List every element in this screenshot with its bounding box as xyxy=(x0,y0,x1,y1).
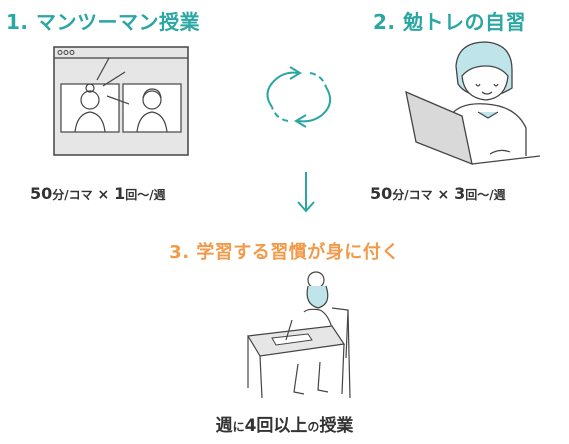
desk-study-illustration xyxy=(228,268,358,400)
freq-count: 3 xyxy=(454,184,466,203)
footer-lesson: 授業 xyxy=(319,416,354,436)
step2-frequency: 50分/コマ × 3回〜/週 xyxy=(370,184,506,203)
freq-count: 1 xyxy=(114,184,126,203)
step2-title: 2. 勉トレの自習 xyxy=(373,10,526,34)
freq-times-sign: × xyxy=(432,187,455,203)
video-call-illustration xyxy=(53,46,189,156)
freq-minutes: 50 xyxy=(30,184,53,203)
freq-unit: 分/コマ xyxy=(52,188,93,202)
freq-unit: 分/コマ xyxy=(392,188,433,202)
step1-frequency: 50分/コマ × 1回〜/週 xyxy=(30,184,166,203)
footer-particle-no: の xyxy=(307,420,320,434)
footer-week: 週 xyxy=(215,416,233,436)
step1-title: 1. マンツーマン授業 xyxy=(6,10,200,34)
freq-per-week: 回〜/週 xyxy=(465,188,506,202)
laptop-study-illustration xyxy=(400,36,550,166)
freq-times-sign: × xyxy=(92,187,115,203)
step3-title: 3. 学習する習慣が身に付く xyxy=(169,242,400,263)
footer-count: 4回以上 xyxy=(244,416,308,436)
cycle-arrows-icon xyxy=(254,63,344,131)
down-arrow-icon xyxy=(294,170,318,214)
footer-particle-ni: に xyxy=(232,420,245,434)
footer-caption: 週に4回以上の授業 xyxy=(0,411,569,436)
freq-per-week: 回〜/週 xyxy=(125,188,166,202)
freq-minutes: 50 xyxy=(370,184,393,203)
